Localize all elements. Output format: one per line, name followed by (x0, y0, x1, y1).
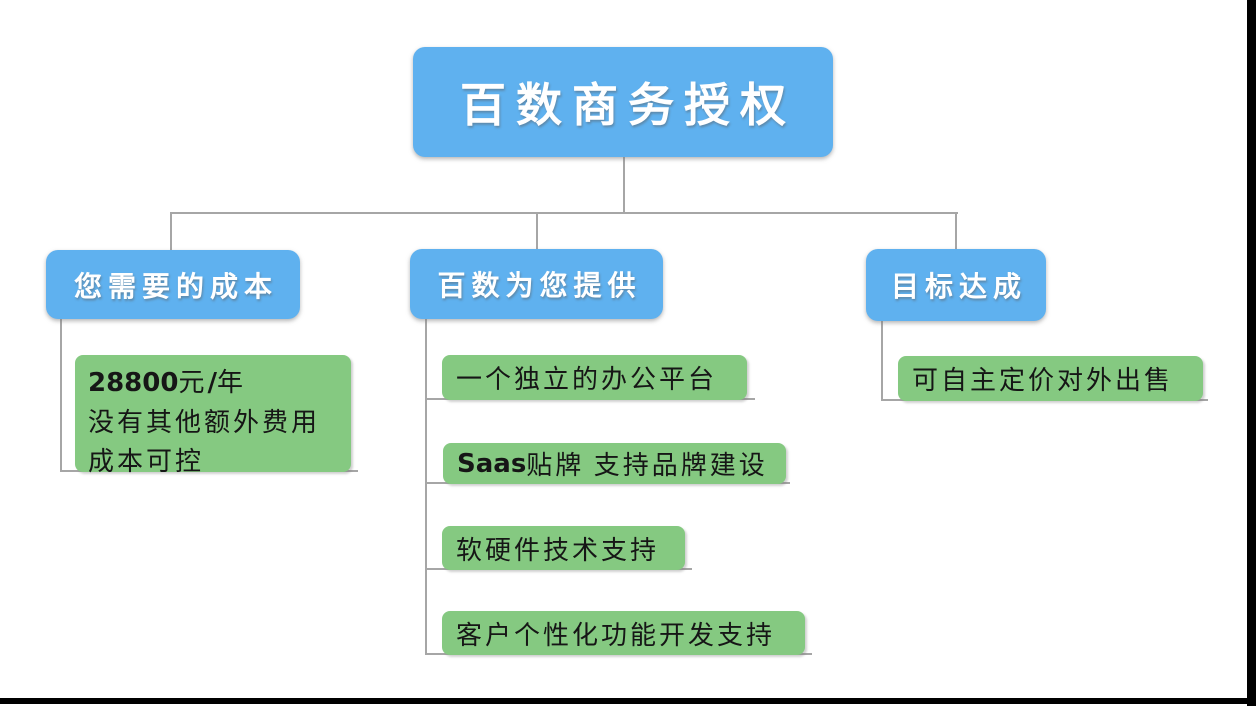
root-topic-label: 百数商务授权 (460, 80, 796, 131)
branch-goal-label: 目标达成 (890, 272, 1027, 303)
branch-topic-cost[interactable]: 您需要的成本 (46, 250, 300, 319)
frame-right-edge (1247, 0, 1256, 706)
cost-line-price: 28800元/年 (88, 368, 246, 398)
branch-provide-label: 百数为您提供 (437, 271, 642, 302)
connector-cost-trunk (60, 319, 62, 472)
leaf-saas-bold: Saas (457, 448, 527, 479)
cost-line-no-extra-fees: 没有其他额外费用 (88, 408, 321, 437)
root-topic-business-authorization[interactable]: 百数商务授权 (413, 47, 833, 157)
connector-root-drop (623, 157, 625, 213)
leaf-office-platform-label: 一个独立的办公平台 (456, 365, 718, 394)
connector-drop-provide (536, 212, 538, 249)
cost-amount: 28800 (88, 368, 179, 398)
leaf-resell-pricing-label: 可自主定价对外出售 (912, 366, 1174, 395)
leaf-tech-support[interactable]: 软硬件技术支持 (442, 526, 685, 570)
cost-line-controllable: 成本可控 (88, 447, 205, 476)
leaf-custom-dev-support[interactable]: 客户个性化功能开发支持 (442, 611, 805, 655)
leaf-resell-pricing[interactable]: 可自主定价对外出售 (898, 356, 1203, 401)
connector-main-horizontal (170, 212, 958, 214)
connector-goal-trunk (881, 321, 883, 401)
leaf-saas-label: 贴牌 支持品牌建设 (526, 451, 768, 480)
leaf-cost-detail[interactable]: 28800元/年 没有其他额外费用 成本可控 (75, 355, 351, 476)
branch-topic-provide[interactable]: 百数为您提供 (410, 249, 663, 319)
connector-provide-trunk (425, 319, 427, 655)
branch-cost-label: 您需要的成本 (73, 271, 278, 303)
leaf-custom-dev-label: 客户个性化功能开发支持 (456, 620, 776, 650)
leaf-office-platform[interactable]: 一个独立的办公平台 (442, 355, 747, 400)
frame-bottom-edge (0, 698, 1256, 704)
connector-drop-cost (170, 212, 172, 250)
branch-topic-goal[interactable]: 目标达成 (866, 249, 1046, 321)
connector-drop-goal (955, 212, 957, 249)
leaf-tech-support-label: 软硬件技术支持 (456, 535, 660, 565)
